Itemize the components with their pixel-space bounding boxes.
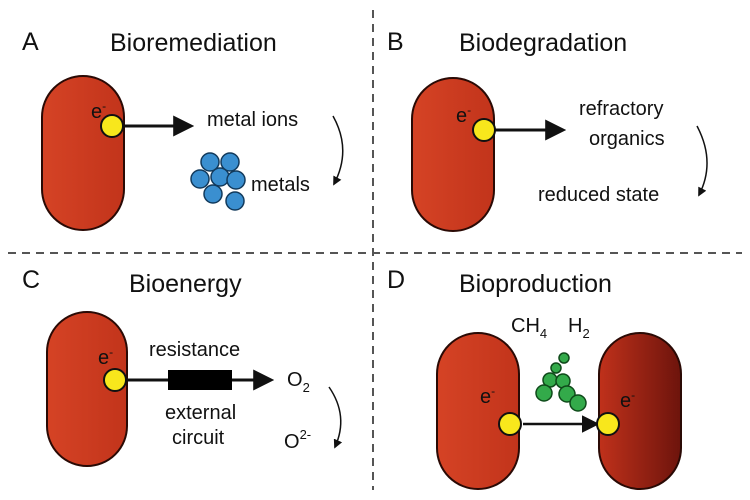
curved-arrow-icon [696,125,708,197]
gas-molecule-icon [535,352,587,412]
panel-b-letter: B [387,28,404,56]
electron-icon [472,118,496,142]
electron-icon [498,412,522,436]
panel-a-letter: A [22,28,39,56]
cell-icon [46,311,128,467]
cell-icon [41,75,125,231]
panel-d-electron-left-label: e- [480,384,496,408]
panel-a-title: Bioremediation [110,29,277,57]
panel-b-reduced-state-label: reduced state [538,184,660,206]
panel-a-electron-label: e- [91,99,107,123]
panel-c-title: Bioenergy [129,270,242,298]
cell-icon [436,332,520,490]
panel-b-electron-label: e- [456,103,472,127]
curved-arrow-icon [332,115,344,186]
metal-particle-icon [190,152,246,211]
resistor-icon [168,370,232,390]
panel-c-o2-label: O2 [287,369,310,395]
panel-b-organics-label: organics [589,128,665,150]
panel-c-o2minus-label: O2- [284,427,312,453]
electron-icon [100,114,124,138]
panel-c-external-label: external [165,402,237,424]
panel-b-refractory-label: refractory [579,98,664,120]
cell-icon [598,332,682,490]
electron-icon [596,412,620,436]
panel-d-h2-label: H2 [568,315,590,341]
panel-c-electron-label: e- [98,345,114,369]
cell-icon [411,77,495,232]
panel-d-title: Bioproduction [459,270,612,298]
panel-c-circuit-label: circuit [172,427,225,449]
panel-d-letter: D [387,266,406,294]
panel-d-ch4-label: CH4 [511,315,548,341]
panel-d-electron-right-label: e- [620,388,636,412]
panel-c-resistance-label: resistance [149,339,241,361]
electron-icon [103,368,127,392]
panel-c-letter: C [22,266,41,294]
panel-b-title: Biodegradation [459,29,628,57]
panel-a-metals-label: metals [251,174,310,196]
panel-a-metal-ions-label: metal ions [207,109,299,131]
curved-arrow-icon [328,386,343,449]
